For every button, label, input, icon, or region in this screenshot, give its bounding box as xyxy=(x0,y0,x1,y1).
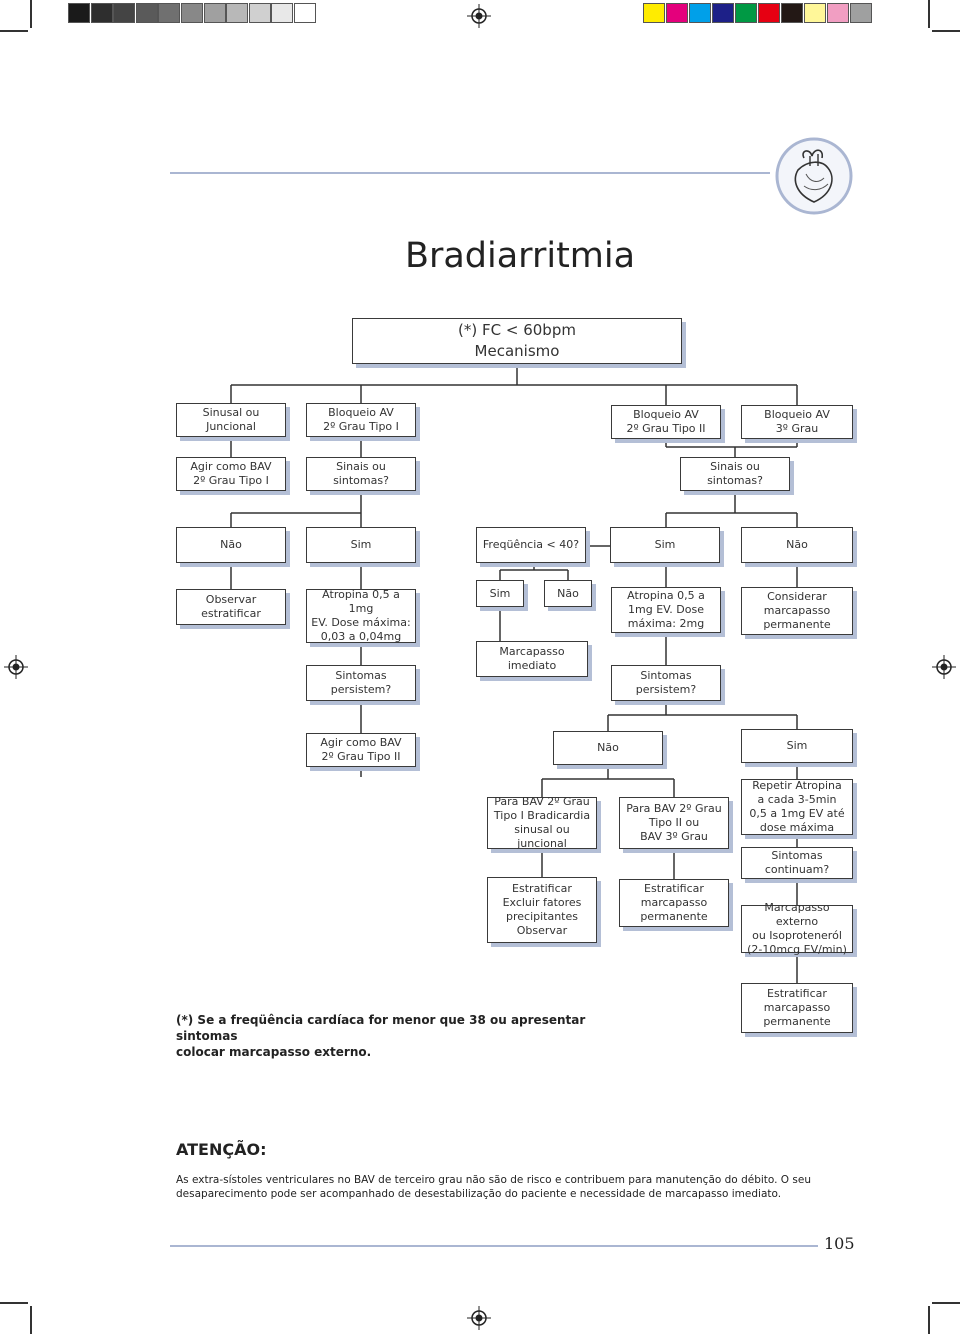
gray-swatch xyxy=(90,3,113,23)
attention-text: As extra-sístoles ventriculares no BAV d… xyxy=(176,1174,811,1200)
gray-swatch xyxy=(294,3,316,23)
observar-box: Observar estratificar xyxy=(176,589,286,625)
atropina-box-2: Atropina 0,5 a 1mg EV. Dose máxima: 2mg xyxy=(611,587,721,633)
para-bav2-box: Para BAV 2º Grau Tipo II ou BAV 3º Grau xyxy=(619,797,729,849)
color-swatch xyxy=(712,3,734,23)
estratificar-marcapasso-box: Estratificar marcapasso permanente xyxy=(619,879,729,927)
heart-anatomy-icon xyxy=(775,137,853,215)
color-swatch xyxy=(643,3,665,23)
sim-box-3: Sim xyxy=(476,580,524,607)
estratificar-final-box: Estratificar marcapasso permanente xyxy=(741,983,853,1033)
crop-mark xyxy=(928,1306,930,1334)
color-swatch xyxy=(666,3,688,23)
gray-swatch xyxy=(113,3,136,23)
sim-box-1: Sim xyxy=(306,527,416,563)
agir-bav1-box: Agir como BAV 2º Grau Tipo I xyxy=(176,457,286,491)
crop-mark xyxy=(0,30,28,32)
color-swatch xyxy=(827,3,849,23)
gray-swatch xyxy=(271,3,294,23)
bav-3rd-grade-box: Bloqueio AV 3º Grau xyxy=(741,405,853,439)
gray-swatch xyxy=(181,3,203,23)
color-swatch xyxy=(758,3,780,23)
page-title: Bradiarritmia xyxy=(404,236,636,276)
crop-mark xyxy=(30,1306,32,1334)
nao-box-1: Não xyxy=(176,527,286,563)
sintomas-box-2: Sintomas persistem? xyxy=(611,665,721,701)
footnote: (*) Se a freqüência cardíaca for menor q… xyxy=(176,1013,586,1059)
registration-mark-icon xyxy=(4,655,28,679)
atropina-box-1: Atropina 0,5 a 1mg EV. Dose máxima: 0,03… xyxy=(306,588,416,643)
para-bav1-box: Para BAV 2º Grau Tipo I Bradicardia sinu… xyxy=(487,795,597,850)
sintomas-continuam-box: Sintomas continuam? xyxy=(741,847,853,879)
registration-mark-icon xyxy=(467,1306,491,1330)
sim-box-4: Sim xyxy=(741,729,853,763)
sintomas-box-1: Sintomas persistem? xyxy=(306,665,416,701)
frequencia-box: Freqüência < 40? xyxy=(476,527,586,563)
color-swatch xyxy=(689,3,711,23)
agir-bav2-box: Agir como BAV 2º Grau Tipo II xyxy=(306,733,416,767)
attention-heading: ATENÇÃO: xyxy=(176,1140,267,1159)
gray-swatch xyxy=(135,3,158,23)
bav-type2-box: Bloqueio AV 2º Grau Tipo II xyxy=(611,405,721,439)
footer-rule xyxy=(170,1245,818,1247)
color-swatch xyxy=(781,3,803,23)
crop-mark xyxy=(928,0,930,28)
bav-type1-box: Bloqueio AV 2º Grau Tipo I xyxy=(306,403,416,437)
sinais-box-left: Sinais ou sintomas? xyxy=(306,457,416,491)
page-number: 105 xyxy=(824,1234,855,1253)
registration-mark-icon xyxy=(467,4,491,28)
sinais-box-right: Sinais ou sintomas? xyxy=(680,457,790,491)
gray-swatch xyxy=(158,3,181,23)
sim-box-2: Sim xyxy=(610,527,720,563)
header-rule xyxy=(170,172,770,174)
gray-swatch xyxy=(248,3,271,23)
repetir-atropina-box: Repetir Atropina a cada 3-5min 0,5 a 1mg… xyxy=(741,779,853,835)
registration-mark-icon xyxy=(932,655,956,679)
marcapasso-externo-box: Marcapasso externo ou Isoproteneról (2-1… xyxy=(741,901,853,956)
gray-swatch xyxy=(226,3,249,23)
root-box: (*) FC < 60bpm Mecanismo xyxy=(352,318,682,364)
nao-box-4: Não xyxy=(553,731,663,765)
marcapasso-imediato-box: Marcapasso imediato xyxy=(476,641,588,677)
gray-swatch xyxy=(68,3,90,23)
color-swatch xyxy=(735,3,757,23)
estratificar-observar-box: Estratificar Excluir fatores precipitant… xyxy=(487,877,597,943)
crop-mark xyxy=(0,1302,28,1304)
color-swatch xyxy=(850,3,872,23)
considerar-box: Considerar marcapasso permanente xyxy=(741,587,853,635)
nao-box-3: Não xyxy=(544,580,592,607)
gray-swatch xyxy=(203,3,226,23)
nao-box-2: Não xyxy=(741,527,853,563)
sinusal-box: Sinusal ou Juncional xyxy=(176,403,286,437)
crop-mark xyxy=(932,1302,960,1304)
crop-mark xyxy=(932,30,960,32)
crop-mark xyxy=(30,0,32,28)
color-swatch xyxy=(804,3,826,23)
